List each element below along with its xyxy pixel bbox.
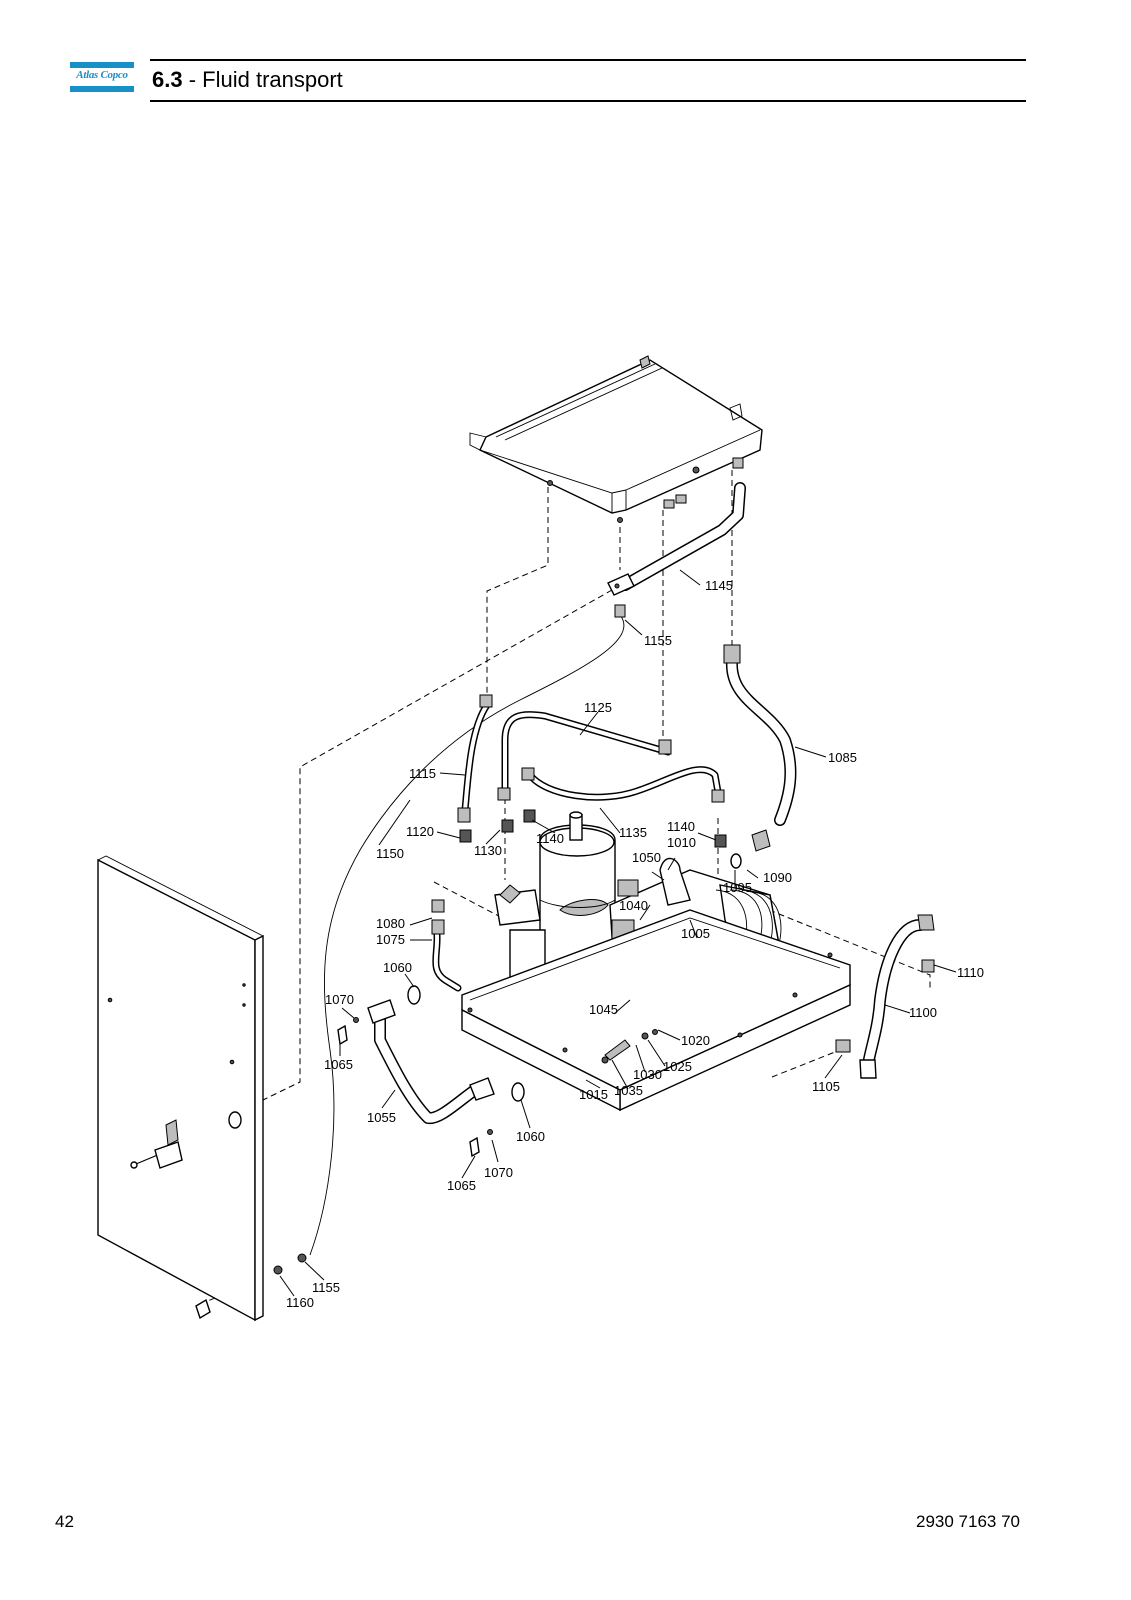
callout-label: 1105 bbox=[812, 1079, 840, 1094]
callout-label: 1060 bbox=[383, 960, 412, 975]
header-rule-bottom bbox=[150, 100, 1026, 102]
callout-label: 1065 bbox=[447, 1178, 476, 1193]
section-title: 6.3 - Fluid transport bbox=[152, 67, 343, 93]
callout-label: 1005 bbox=[681, 926, 710, 941]
callout-label: 1120 bbox=[406, 824, 434, 839]
callout-label: 1090 bbox=[763, 870, 792, 885]
callout-label: 1045 bbox=[589, 1002, 618, 1017]
callout-label: 1055 bbox=[367, 1110, 396, 1125]
leader-lines bbox=[279, 569, 957, 1297]
callout-label: 1080 bbox=[376, 916, 405, 931]
callout-label: 1070 bbox=[484, 1165, 513, 1180]
pipe-1125 bbox=[497, 711, 672, 801]
hose-1085 bbox=[723, 644, 797, 826]
callout-label: 1030 bbox=[633, 1067, 662, 1082]
callout-label: 1015 bbox=[579, 1087, 608, 1102]
section-number: 6.3 bbox=[152, 67, 183, 92]
section-name: Fluid transport bbox=[202, 67, 343, 92]
callout-label: 1025 bbox=[663, 1059, 692, 1074]
base-frame bbox=[461, 909, 851, 1112]
fitting-1155-top bbox=[614, 604, 626, 618]
callout-label: 1040 bbox=[619, 898, 648, 913]
fittings-upper bbox=[459, 809, 771, 869]
callout-label: 1085 bbox=[828, 750, 857, 765]
callout-label: 1155 bbox=[312, 1280, 340, 1295]
logo-wordmark: Atlas Copco bbox=[76, 69, 128, 81]
callout-label: 1130 bbox=[474, 843, 502, 858]
document-number: 2930 7163 70 bbox=[916, 1512, 1020, 1531]
callout-label: 1035 bbox=[614, 1083, 643, 1098]
drain-hose-1150 bbox=[309, 614, 625, 1256]
callout-label: 1135 bbox=[619, 825, 647, 840]
callout-labels: 1145 1155 1125 1085 1115 1120 1130 1140 … bbox=[286, 578, 984, 1310]
callout-label: 1075 bbox=[376, 932, 405, 947]
hose-1100 bbox=[835, 914, 935, 1079]
callout-label: 1095 bbox=[723, 880, 752, 895]
callout-label: 1125 bbox=[584, 700, 612, 715]
callout-label: 1145 bbox=[705, 578, 733, 593]
hose-1145 bbox=[607, 482, 746, 596]
hose-1115 bbox=[457, 694, 493, 823]
section-separator: - bbox=[182, 67, 203, 92]
callout-label: 1020 bbox=[681, 1033, 710, 1048]
door-panel bbox=[97, 855, 307, 1322]
callout-label: 1110 bbox=[957, 965, 984, 980]
page-number: 42 bbox=[55, 1512, 74, 1531]
callout-label: 1100 bbox=[909, 1005, 937, 1020]
callout-label: 1050 bbox=[632, 850, 661, 865]
cooler-assembly bbox=[469, 355, 763, 523]
callout-label: 1155 bbox=[644, 633, 672, 648]
callout-label: 1115 bbox=[409, 766, 436, 781]
small-parts bbox=[337, 985, 658, 1158]
callout-label: 1070 bbox=[325, 992, 354, 1007]
callout-label: 1140 bbox=[667, 819, 695, 834]
callout-label: 1065 bbox=[324, 1057, 353, 1072]
logo-band-bottom bbox=[70, 86, 134, 92]
callout-label: 1150 bbox=[376, 846, 404, 861]
header-rule-top bbox=[150, 59, 1026, 61]
pipe-1135 bbox=[521, 766, 725, 803]
callout-label: 1140 bbox=[536, 831, 564, 846]
callout-label: 1060 bbox=[516, 1129, 545, 1144]
hose-1075 bbox=[431, 899, 462, 992]
pipe-1055 bbox=[367, 999, 495, 1124]
callout-label: 1160 bbox=[286, 1295, 314, 1310]
callout-label: 1010 bbox=[667, 835, 696, 850]
logo-band-top bbox=[70, 62, 134, 68]
atlas-copco-logo: Atlas Copco bbox=[70, 62, 134, 92]
